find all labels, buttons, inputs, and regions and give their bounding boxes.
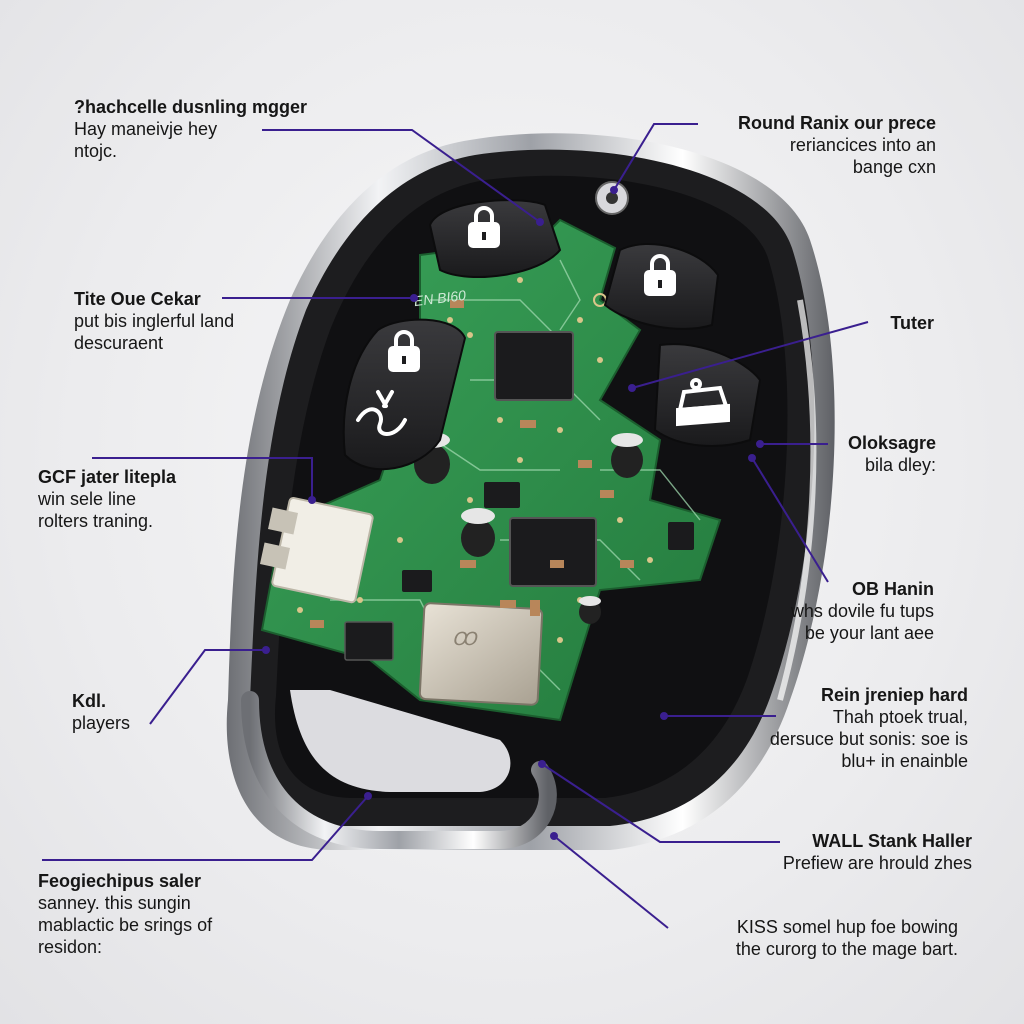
callout-mid-left-1: Tite Oue Cekar put bis inglerful land de… [74,288,234,354]
lock-icon [388,330,420,372]
callout-title: OB Hanin [851,579,934,599]
callout-title: GCF jater litepla [38,467,177,487]
connector-pin [267,507,299,535]
callout-line: whs dovile fu tups [790,601,934,621]
callout-line: descuraent [74,333,164,353]
small-ic-chip [484,482,520,508]
callout-line: bange cxn [852,157,936,177]
callout-line: Hay maneivje hey [74,119,218,139]
callout-title: Feogiechipus saler [38,871,202,891]
callout-right-2: Oloksagre bila dley: [848,432,936,476]
callout-line: blu+ in enainble [841,751,968,771]
panic-wave-icon [356,390,407,436]
case-screw [595,181,629,215]
capacitor [461,508,495,557]
trunk-button[interactable] [653,343,762,447]
unlock-button[interactable] [603,243,720,330]
callout-top-left: ?hachcelle dusnling mgger Hay maneivje h… [74,96,307,162]
lock-button[interactable] [428,199,562,279]
solder-pads [297,277,653,643]
callout-line: ntojc. [74,141,118,161]
callout-line: players [72,713,131,733]
callout-title: Oloksagre [847,433,936,453]
callout-line: be your lant aee [804,623,934,643]
callout-title: Tuter [890,313,934,333]
callout-right-3: OB Hanin whs dovile fu tups be your lant… [791,578,934,644]
callout-mid-left-2: GCF jater litepla win sele line rolters … [38,466,176,532]
callout-low-left: Kdl. players [72,690,130,734]
key-ring-loop [241,691,557,849]
callout-line: rolters traning. [38,511,154,531]
callout-line: reriancices into an [789,135,936,155]
callout-leader-lines [42,123,869,929]
callout-title: ?hachcelle dusnling mgger [74,97,308,117]
callout-line: sanney. this sungin [38,893,191,913]
small-ic-chip [344,621,394,661]
callout-bottom-right: KISS somel hup foe bowing the curorg to … [736,916,958,960]
callout-right-4: Rein jreniep hard Thah ptoek trual, ders… [770,684,968,772]
connector-pin [259,542,291,570]
callout-line: bila dley: [864,455,936,475]
battery-connector [271,496,374,604]
capacitor [579,596,601,624]
callout-line: Prefiew are hrould zhes [782,853,972,873]
callout-line: win sele line [38,489,137,509]
small-ic-chip [402,570,432,592]
callout-top-right: Round Ranix our prece reriancices into a… [738,112,936,178]
callout-line: residon: [38,937,103,957]
callout-right-1: Tuter [890,312,934,334]
callout-title: Rein jreniep hard [820,685,968,705]
shield-marking: Ꝏ [452,629,478,649]
callout-line: the curorg to the mage bart. [735,939,958,959]
trunk-icon [676,378,730,427]
callout-title: KISS somel hup foe bowing [736,917,958,937]
microcontroller-chip [494,331,574,401]
callout-line: Thah ptoek trual, [832,707,968,727]
small-ic-chip [668,522,694,550]
callout-bottom-left: Feogiechipus saler sanney. this sungin m… [38,870,212,958]
key-ring-hole [290,690,511,792]
callout-line: put bis inglerful land [74,311,235,331]
chrome-highlight [777,299,817,701]
smd-components [310,300,634,628]
main-ic-chip [509,517,597,587]
callout-line: mablactic be srings of [38,915,213,935]
rf-shield-can [418,602,544,706]
callout-title: Kdl. [72,691,106,711]
callout-right-5: WALL Stank Haller Prefiew are hrould zhe… [783,830,972,874]
callout-title: Tite Oue Cekar [74,289,201,309]
callout-anchor-dots [262,186,764,840]
panic-button[interactable] [342,318,467,471]
lock-icon [468,206,500,248]
callout-title: Round Ranix our prece [737,113,936,133]
callout-line: dersuce but sonis: soe is [769,729,968,749]
board-marking: EN BI60 [413,287,467,309]
lock-icon [644,254,676,296]
callout-title: WALL Stank Haller [812,831,972,851]
capacitor [611,433,643,478]
